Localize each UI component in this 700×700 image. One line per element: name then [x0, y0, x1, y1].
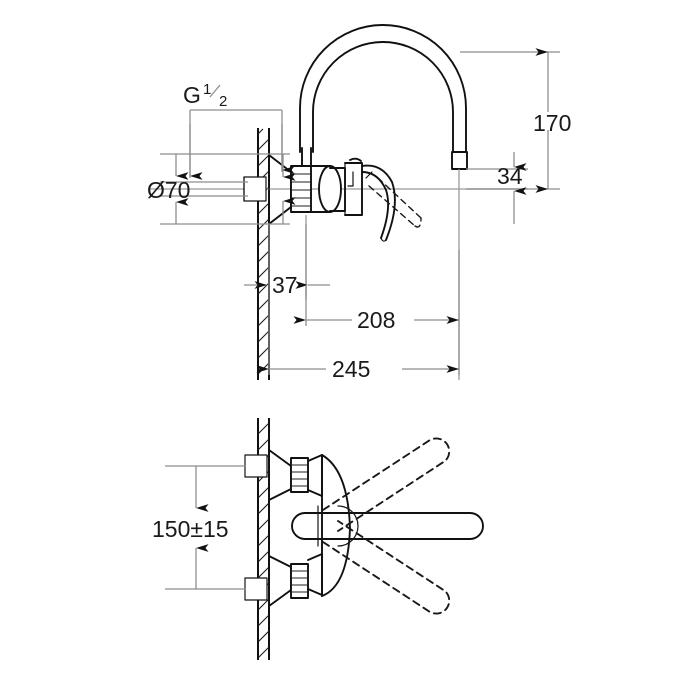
dimension-connection-spacing: 150±15 [152, 465, 246, 590]
label-spout-height: 170 [533, 110, 571, 136]
connection-lower [244, 553, 323, 607]
swivel-spout [299, 24, 467, 153]
union-nut [290, 165, 312, 213]
thread-nipple-elevation [243, 176, 267, 202]
dimension-escutcheon-diameter: Ø70 [147, 153, 296, 225]
wall-plan [257, 418, 270, 660]
aerator-outlet [451, 151, 468, 170]
label-spout-reach: 208 [357, 307, 395, 333]
wall-hatching [257, 128, 270, 375]
mixer-body-elevation [310, 162, 363, 216]
spout-plan-swivel-ghosts [322, 437, 451, 615]
label-total-projection: 245 [332, 356, 370, 382]
lever-handle-open-ghost [365, 171, 422, 228]
dimension-thread-g-half: G 1 2 [183, 81, 295, 180]
connection-upper [244, 449, 323, 501]
dimension-total-projection: 245 [256, 296, 460, 382]
label-escutcheon-diameter: Ø70 [147, 177, 190, 203]
label-thread-g: G [183, 82, 201, 108]
spout-riser [301, 147, 312, 167]
label-connection-spacing: 150±15 [152, 516, 229, 542]
label-thread-numerator: 1 [203, 81, 211, 98]
spout-plan-centre [291, 505, 484, 547]
elevation-view: G 1 2 Ø70 170 [147, 24, 571, 382]
dimension-spout-reach: 208 [293, 250, 460, 333]
label-outlet-offset: 34 [497, 163, 523, 189]
plan-view: 150±15 [152, 418, 484, 660]
wall-elevation [257, 128, 270, 380]
dimension-outlet-offset: 34 [466, 152, 528, 224]
label-body-projection: 37 [272, 272, 298, 298]
lever-handle [349, 157, 396, 242]
dimension-body-projection: 37 [244, 224, 330, 298]
label-thread-denominator: 2 [219, 93, 227, 110]
